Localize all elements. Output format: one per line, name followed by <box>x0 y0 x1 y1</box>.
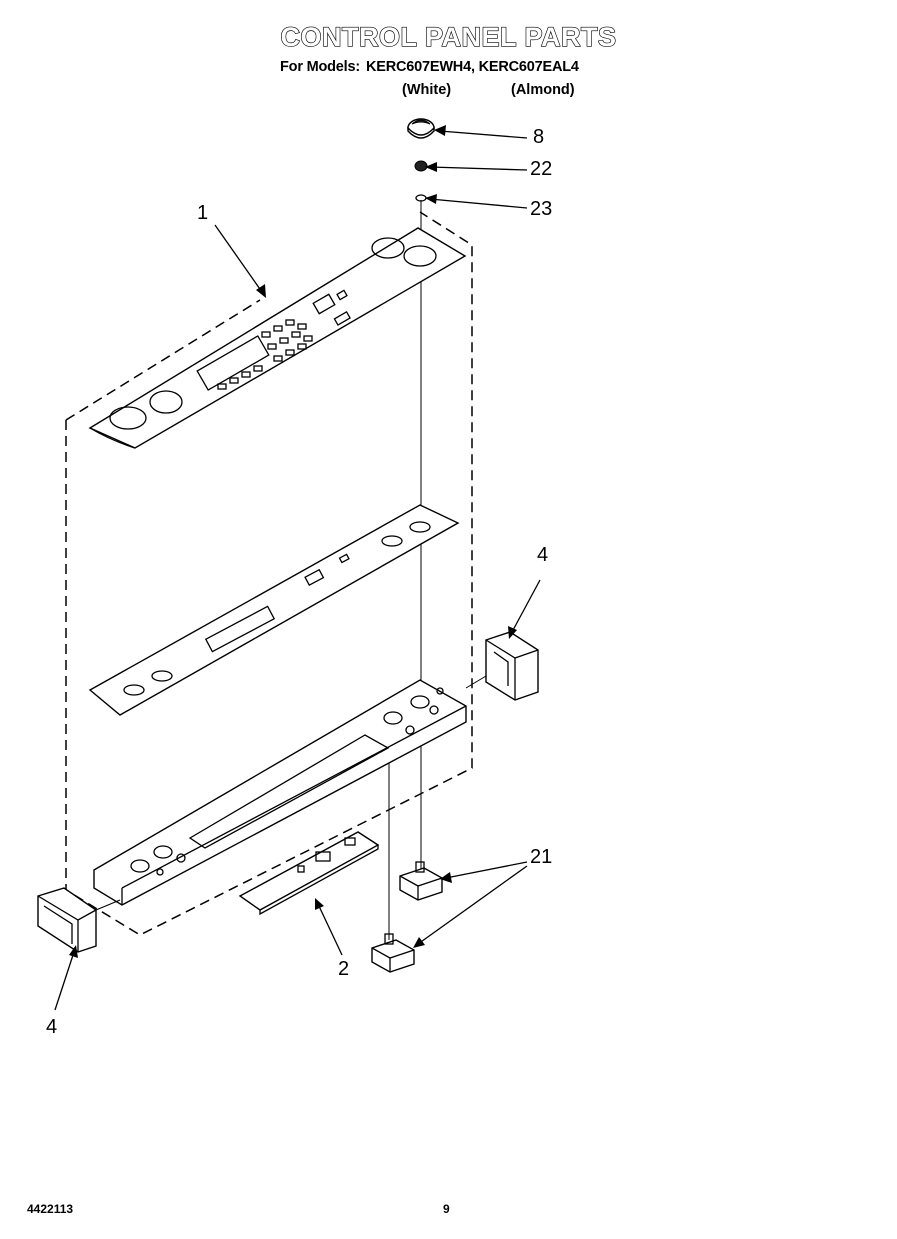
models-value: KERC607EWH4, KERC607EAL4 <box>365 59 579 75</box>
console-frame <box>93 679 467 906</box>
callout-circuit-board: 2 <box>338 958 350 980</box>
callout-arrows <box>54 125 541 1011</box>
circuit-board-part <box>238 831 380 916</box>
end-cap-left-leader <box>95 899 121 911</box>
models-line: For Models: KERC607EWH4, KERC607EAL4 <box>280 59 579 75</box>
callout-end-cap-right: 4 <box>537 544 549 566</box>
keypad-buttons <box>217 319 313 390</box>
control-panel-overlay <box>88 227 467 449</box>
nut-part <box>414 160 428 172</box>
variant-almond-label: (Almond) <box>511 82 575 98</box>
callout-washer: 23 <box>530 198 553 220</box>
switch-lower <box>371 933 415 973</box>
switch-upper <box>399 861 443 901</box>
end-cap-right <box>485 631 539 701</box>
callout-knob: 8 <box>533 126 545 148</box>
end-cap-right-leader <box>465 675 487 689</box>
page-title: CONTROL PANEL PARTS <box>280 21 617 52</box>
variant-white-label: (White) <box>402 82 452 98</box>
callout-control-panel: 1 <box>197 202 209 224</box>
knob-part <box>407 118 435 139</box>
assembly-outline <box>65 211 473 936</box>
callout-end-cap-left: 4 <box>46 1016 58 1038</box>
end-cap-left <box>37 887 97 953</box>
callout-switches: 21 <box>530 846 553 868</box>
document-number: 4422113 <box>27 1202 74 1216</box>
models-label: For Models: <box>280 59 360 75</box>
backing-sheet <box>88 504 460 716</box>
page-number: 9 <box>443 1202 450 1216</box>
callout-nut: 22 <box>530 158 553 180</box>
alignment-lines <box>388 200 422 940</box>
